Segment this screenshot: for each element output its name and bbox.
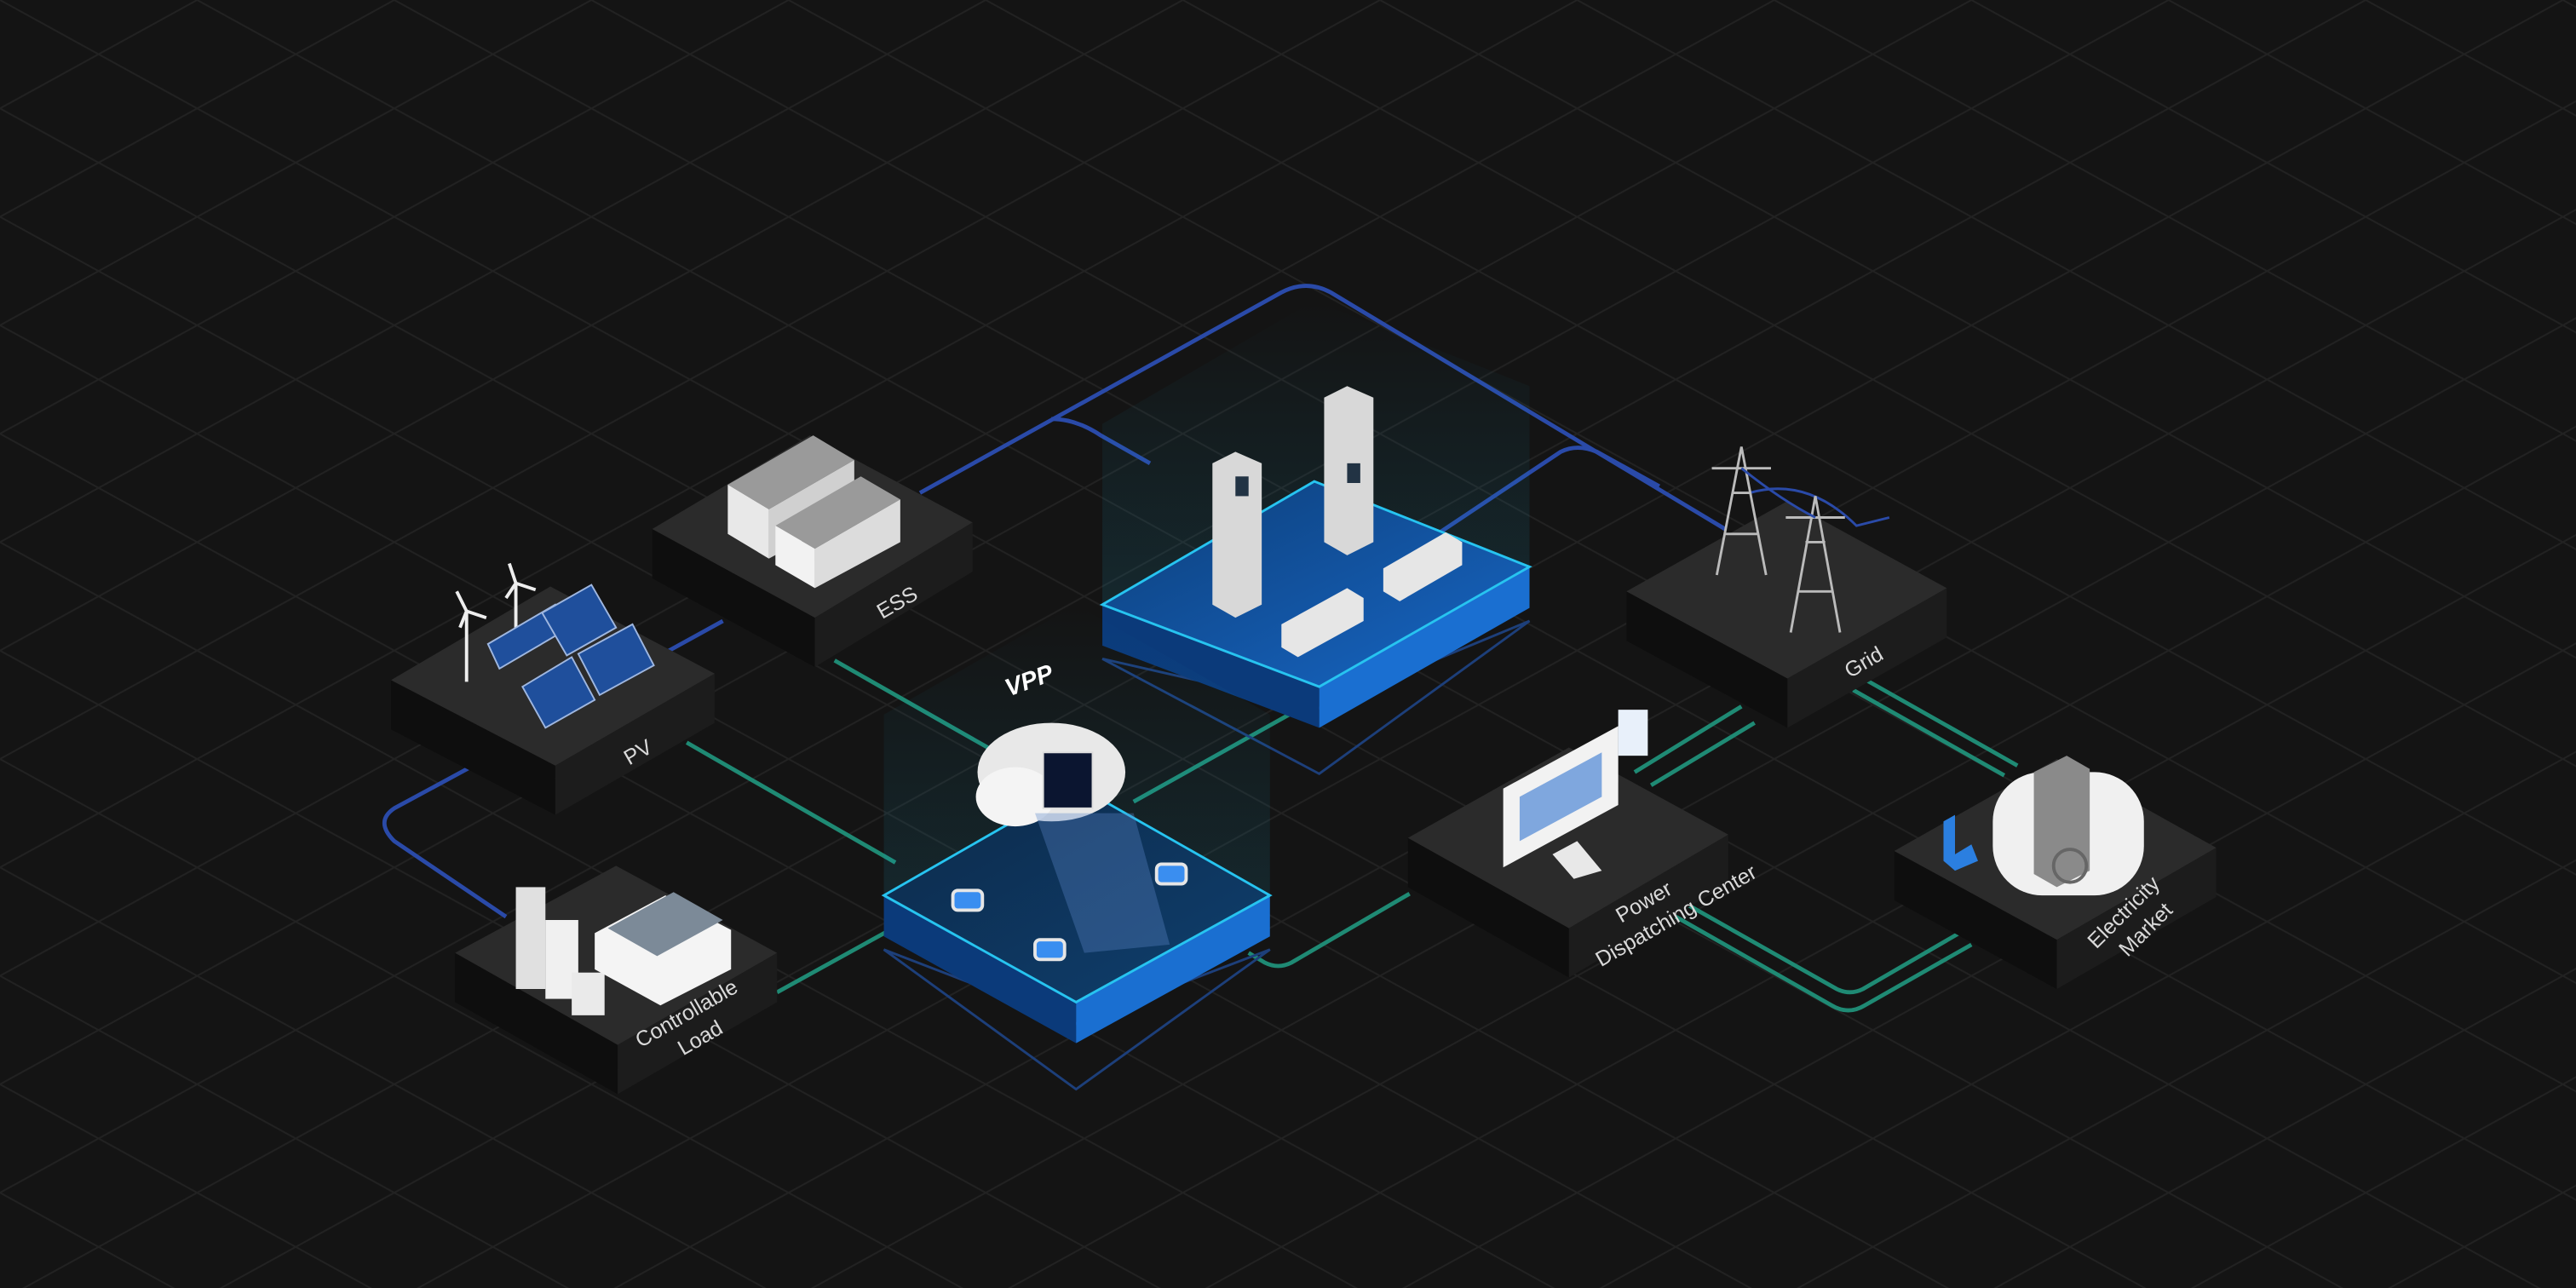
- green-link-vpp-dispatch: [1247, 892, 1411, 969]
- grid-block-right-face: [1787, 588, 1947, 728]
- transmission-tower-icon: [1711, 446, 1845, 633]
- ev-block-right-face: [1319, 566, 1530, 728]
- battery-cabinet-icon: [727, 435, 900, 589]
- green-link-pv-vpp: [685, 740, 897, 865]
- ess-block-right-face: [814, 522, 973, 667]
- green-link-dispatch-grid: [1633, 704, 1756, 787]
- pv-block-left-face: [391, 680, 555, 815]
- solar-panel-icon: [486, 584, 655, 729]
- monitor-icon: [1503, 710, 1648, 879]
- grid-block-left-face: [1626, 591, 1788, 728]
- lightning-node-icon: [951, 862, 1188, 962]
- market-block-right-face: [2056, 848, 2217, 989]
- market-block-left-face: [1894, 851, 2057, 989]
- ev-charger-icon: [1212, 386, 1374, 618]
- grid-block: [1626, 501, 1947, 728]
- dispatch-block-top-face: [1407, 747, 1728, 929]
- dispatch-block: [1407, 747, 1728, 978]
- server-market-icon: [1943, 756, 2144, 896]
- blue-link-grid: [1749, 487, 1890, 527]
- vpp-block-right-face: [1076, 895, 1270, 1044]
- vpp-block-left-face: [883, 895, 1077, 1044]
- vpp-cloud-icon: [975, 722, 1170, 953]
- load-block-right-face: [618, 952, 778, 1095]
- green-link-grid-market: [1852, 678, 2019, 778]
- green-link-load-vpp: [776, 929, 888, 994]
- dispatch-block-left-face: [1407, 837, 1569, 978]
- load-block-left-face: [455, 952, 618, 1095]
- truck-icon: [1281, 532, 1463, 658]
- pv-block-right-face: [555, 673, 715, 815]
- ess-block-left-face: [652, 529, 815, 667]
- green-link-dispatch-market: [1674, 901, 1973, 1013]
- dispatch-block-right-face: [1568, 834, 1728, 978]
- ev-block-left-face: [1102, 604, 1320, 728]
- blue-link-ev: [1051, 417, 1661, 553]
- buildings-icon: [515, 887, 732, 1015]
- grid-block-top-face: [1626, 501, 1947, 679]
- blue-link-top: [918, 284, 1727, 532]
